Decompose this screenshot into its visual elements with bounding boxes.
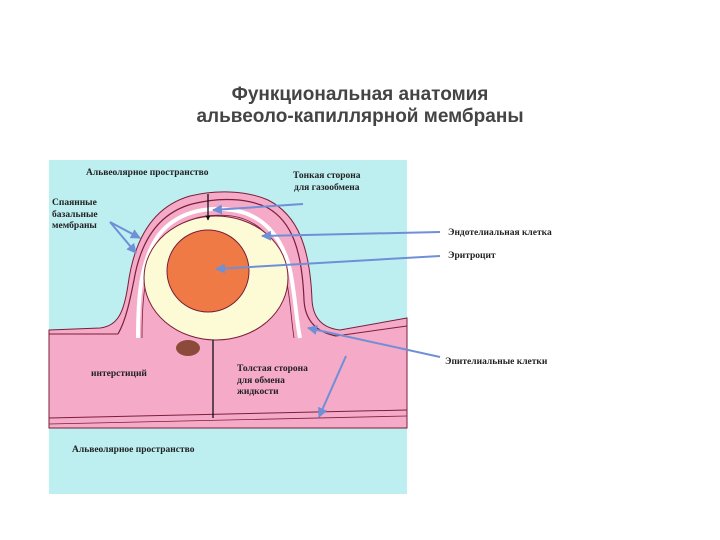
label-epithelial-cells-text: Эпителиальные клетки	[445, 357, 548, 367]
upper-epithelium-edge	[49, 325, 408, 337]
label-alveolar-space-bottom-text: Альвеолярное пространство	[72, 445, 195, 455]
label-fused-membranes-line-2: базальные	[52, 209, 98, 220]
label-thin-side: Тонкая сторона для газообмена	[293, 171, 361, 194]
label-thick-side: Толстая сторона для обмена жидкости	[237, 364, 308, 399]
diagram-title: Функциональная анатомия альвеоло-капилля…	[0, 84, 720, 128]
label-erythrocyte: Эритроцит	[448, 251, 496, 263]
label-thick-side-line-2: для обмена	[237, 375, 285, 386]
lower-epithelium-edge-2	[48, 415, 408, 425]
label-fused-membranes-line-3: мембраны	[52, 221, 97, 231]
arrow-endothelial-cell	[261, 230, 441, 241]
arrow-epithelial-1	[307, 325, 441, 358]
label-alveolar-space-bottom: Альвеолярное пространство	[72, 445, 194, 457]
label-fused-membranes-line-1: Спаянные	[52, 198, 97, 208]
erythrocyte	[166, 229, 250, 313]
label-thin-side-line-1: Тонкая сторона	[293, 171, 361, 181]
label-endothelial-cell-text: Эндотелиальная клетка	[448, 228, 552, 238]
label-interstitium: интерстиций	[91, 369, 147, 381]
label-erythrocyte-text: Эритроцит	[448, 251, 496, 261]
label-alveolar-space-top: Альвеолярное пространство	[86, 168, 208, 180]
arrow-thin-side	[212, 203, 304, 215]
title-line-2: альвеоло-капиллярной мембраны	[196, 106, 524, 127]
arrow-erythrocyte	[215, 255, 441, 274]
label-endothelial-cell: Эндотелиальная клетка	[448, 228, 552, 240]
label-thin-side-line-2: для газообмена	[294, 182, 360, 193]
title-line-1: Функциональная анатомия	[231, 84, 489, 105]
arrow-epithelial-2	[318, 355, 347, 418]
basement-membrane	[136, 206, 302, 339]
label-alveolar-space-top-text: Альвеолярное пространство	[86, 168, 209, 178]
label-thick-side-line-3: жидкости	[237, 387, 279, 397]
arrow-membrane-1	[109, 221, 141, 239]
label-epithelial-cells: Эпителиальные клетки	[445, 357, 547, 369]
endothelial-nucleus	[176, 340, 200, 356]
label-thick-side-line-1: Толстая сторона	[237, 364, 308, 374]
label-interstitium-text: интерстиций	[91, 369, 147, 379]
outer-membrane-line	[117, 198, 337, 337]
label-fused-membranes: Спаянные базальные мембраны	[52, 198, 98, 233]
lower-epithelium-edge	[48, 409, 408, 419]
arrow-membrane-2	[109, 221, 137, 254]
